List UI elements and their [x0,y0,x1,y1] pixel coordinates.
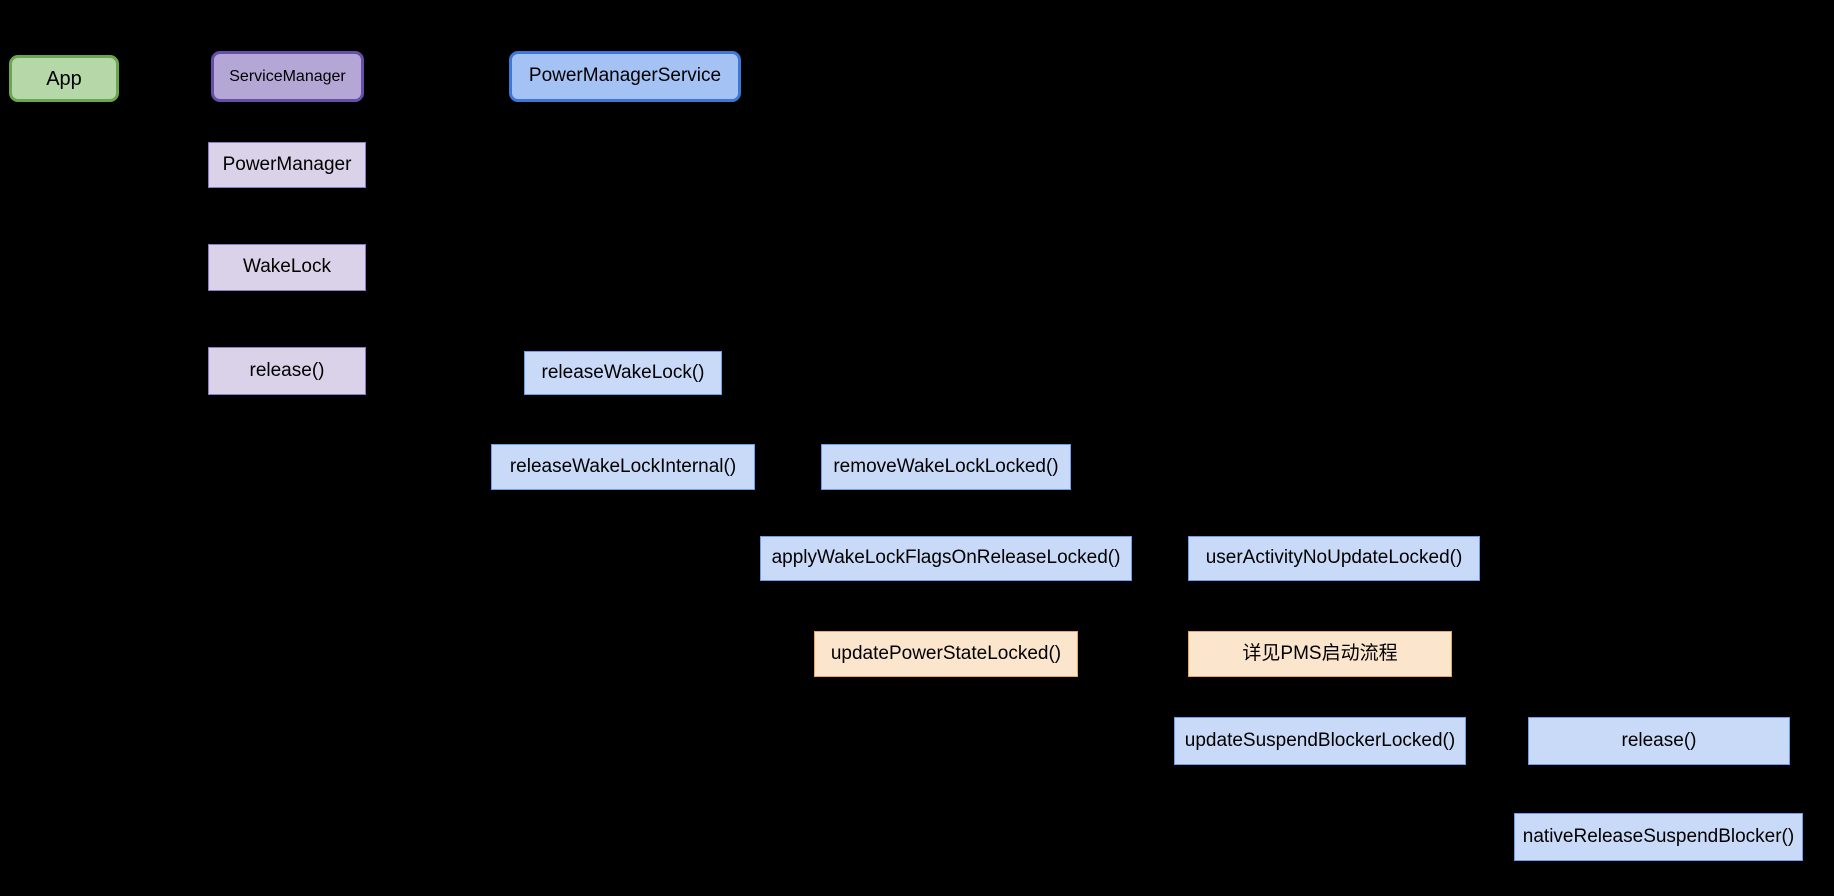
node-release: release() [208,347,366,395]
node-release-wake-lock: releaseWakeLock() [524,351,722,395]
node-remove-wake-lock-locked: removeWakeLockLocked() [821,444,1071,490]
node-release-2: release() [1528,717,1790,765]
node-release-wake-lock-internal: releaseWakeLockInternal() [491,444,755,490]
node-power-manager-service: PowerManagerService [509,51,741,102]
node-user-activity-no-update-locked: userActivityNoUpdateLocked() [1188,536,1480,581]
node-wake-lock: WakeLock [208,244,366,291]
node-update-power-state-locked: updatePowerStateLocked() [814,631,1078,677]
node-service-manager: ServiceManager [211,51,364,102]
node-apply-wake-lock-flags-on-release-locked: applyWakeLockFlagsOnReleaseLocked() [760,536,1132,581]
node-pms-startup-note: 详见PMS启动流程 [1188,631,1452,677]
node-app: App [9,55,119,102]
node-power-manager: PowerManager [208,142,366,188]
node-update-suspend-blocker-locked: updateSuspendBlockerLocked() [1174,717,1466,765]
node-native-release-suspend-blocker: nativeReleaseSuspendBlocker() [1514,813,1803,861]
